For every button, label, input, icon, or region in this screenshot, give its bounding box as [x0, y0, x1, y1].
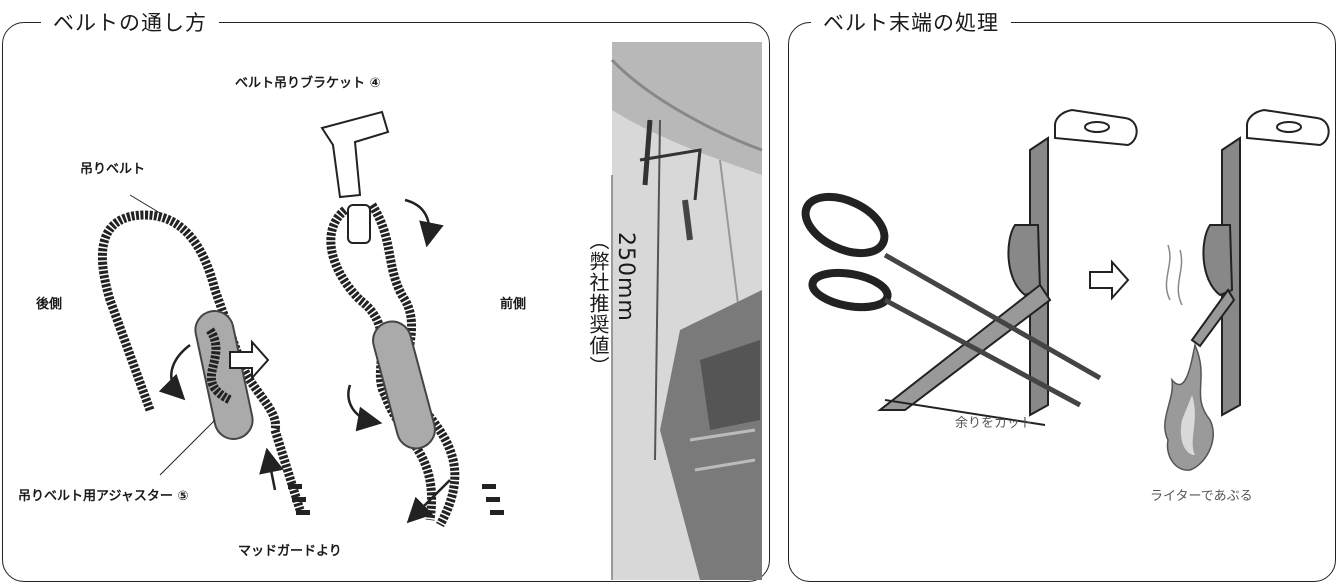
recommended-length-note: （弊社推奨値）: [586, 230, 610, 377]
belt-end-title: ベルト末端の処理: [811, 7, 1011, 37]
front-down-arrow: [406, 479, 451, 524]
belt-routing-panel: ベルトの通し方: [2, 7, 770, 582]
next-step-arrow-icon: [1089, 259, 1130, 301]
bracket-drawing: [320, 110, 390, 244]
cut-illustration: [801, 108, 1138, 426]
belt-end-panel: ベルト末端の処理: [788, 7, 1336, 582]
front-adjuster-drawing: [372, 320, 436, 450]
belt-routing-title: ベルトの通し方: [41, 7, 219, 37]
rear-side-label: 後側: [36, 297, 63, 312]
from-mudguard-label: マッドガードより: [238, 544, 342, 559]
adjuster-label: 吊りベルト用アジャスター ⑤: [18, 489, 189, 504]
step-arrow-icon: [229, 339, 270, 381]
front-mid-curved-arrow: [347, 384, 383, 432]
rear-adjuster-drawing: [159, 310, 254, 476]
rear-belt-drawing: [97, 194, 310, 515]
burn-with-lighter-label: ライターであぶる: [1150, 489, 1253, 504]
installation-photo: [610, 42, 763, 580]
bracket-label: ベルト吊りブラケット ④: [235, 76, 381, 91]
hanging-belt-label: 吊りベルト: [80, 162, 146, 177]
rear-up-arrow: [259, 447, 284, 491]
recommended-length-value: 250mm: [613, 232, 638, 322]
cut-excess-label: 余りをカット: [955, 416, 1034, 431]
front-top-curved-arrow: [404, 198, 444, 248]
front-side-label: 前側: [500, 297, 527, 312]
rear-curved-arrow: [158, 344, 191, 401]
burn-illustration: [1164, 108, 1330, 471]
